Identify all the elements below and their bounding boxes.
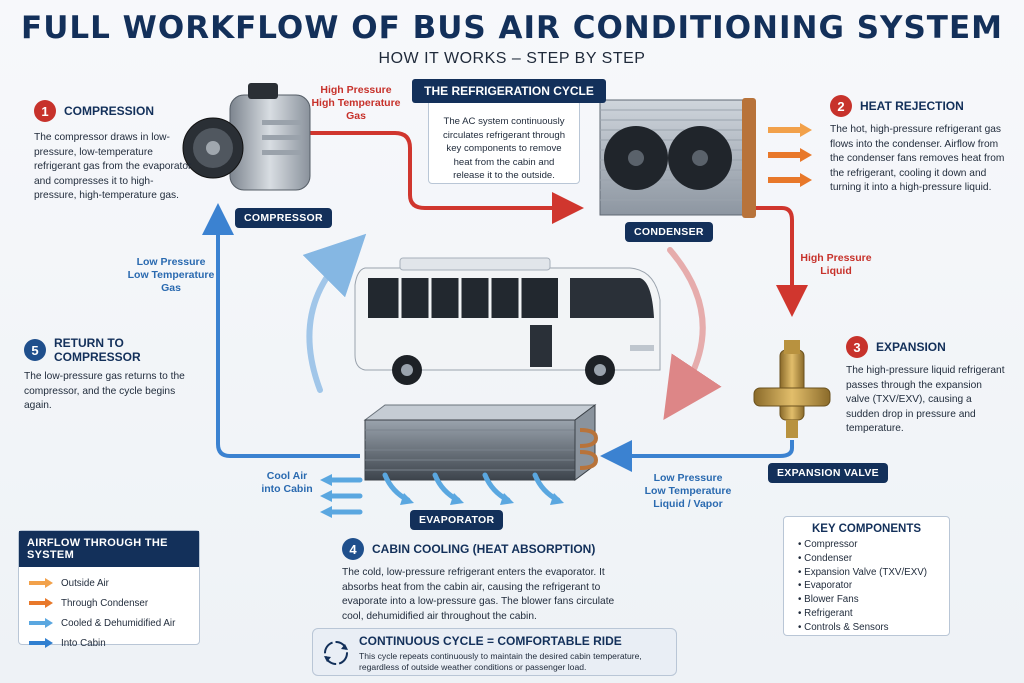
step-title: COMPRESSION	[64, 104, 155, 118]
bus-image	[354, 257, 661, 385]
condenser-label: CONDENSER	[625, 222, 713, 242]
step-expansion: 3 EXPANSION The high-pressure liquid refr…	[846, 336, 1006, 437]
flow-line: Gas	[346, 110, 366, 122]
key-components-box: KEY COMPONENTS • Compressor • Condenser …	[783, 516, 950, 636]
legend-label: Cooled & Dehumidified Air	[61, 617, 176, 629]
flow-label-lp-gas: Low Pressure Low Temperature Gas	[124, 256, 218, 295]
evaporator-label: EVAPORATOR	[410, 510, 504, 530]
page-title: FULL WORKFLOW OF BUS AIR CONDITIONING SY…	[21, 10, 1003, 46]
legend-item: Through Condenser	[19, 593, 199, 613]
arrow-right-icon	[29, 618, 53, 628]
flow-label-cool-air: Cool Air into Cabin	[255, 470, 319, 496]
step-title: EXPANSION	[876, 340, 946, 354]
cycle-icon	[324, 641, 348, 665]
legend-label: Through Condenser	[61, 597, 149, 609]
arrow-right-icon	[29, 578, 53, 588]
lp-liquid-line	[600, 440, 794, 472]
arrow-right-icon	[29, 638, 53, 648]
outside-air-arrows	[768, 123, 812, 187]
step-number: 1	[34, 100, 56, 122]
step-compression: 1 COMPRESSION The compressor draws in low…	[34, 100, 194, 204]
expansion-valve-image	[753, 340, 831, 438]
evaporator-image	[363, 404, 599, 481]
step-text: The compressor draws in low-pressure, lo…	[34, 132, 192, 201]
step-number: 3	[846, 336, 868, 358]
flow-line: Low Pressure	[653, 472, 723, 484]
legend-item: Cooled & Dehumidified Air	[19, 613, 199, 633]
legend-rows: Outside Air Through Condenser Cooled & D…	[19, 567, 199, 653]
compressor-image	[182, 83, 311, 191]
cycle-arc-red	[663, 247, 722, 420]
list-item: • Blower Fans	[798, 594, 859, 606]
step-cabin-cooling: 4 CABIN COOLING (HEAT ABSORPTION) The col…	[342, 538, 632, 624]
cycle-description: The AC system continuously circulates re…	[442, 116, 566, 181]
continuous-title: CONTINUOUS CYCLE = COMFORTABLE RIDE	[359, 634, 622, 648]
step-number: 2	[830, 95, 852, 117]
flow-label-hp-gas: High Pressure High Temperature Gas	[306, 84, 406, 123]
hp-gas-line	[308, 131, 584, 224]
continuous-text: This cycle repeats continuously to maint…	[359, 651, 642, 672]
flow-line: High Pressure	[800, 252, 872, 264]
cycle-arc-blue	[302, 233, 367, 393]
legend-title: AIRFLOW THROUGH THE SYSTEM	[19, 531, 199, 567]
key-components-title: KEY COMPONENTS	[811, 523, 922, 535]
page-subtitle: HOW IT WORKS – STEP BY STEP	[378, 50, 646, 67]
list-item: • Condenser	[798, 552, 853, 564]
flow-line: into Cabin	[261, 483, 313, 495]
flow-line: Low Pressure	[136, 256, 206, 268]
legend-item: Into Cabin	[19, 633, 199, 653]
legend-label: Outside Air	[61, 577, 109, 589]
step-number: 5	[24, 339, 46, 361]
cool-air-arrows	[327, 472, 561, 515]
step-title: HEAT REJECTION	[860, 99, 964, 113]
flow-line: Liquid / Vapor	[653, 498, 723, 510]
condenser-image	[599, 98, 756, 218]
list-item: • Refrigerant	[798, 607, 853, 619]
legend-item: Outside Air	[19, 573, 199, 593]
flow-label-hp-liquid: High Pressure Liquid	[800, 252, 872, 278]
continuous-cycle-box: CONTINUOUS CYCLE = COMFORTABLE RIDE This…	[312, 628, 677, 676]
cycle-description-box: The AC system continuously circulates re…	[428, 100, 580, 184]
step-title: RETURN TO COMPRESSOR	[54, 336, 141, 364]
flow-line: High Pressure	[320, 84, 392, 96]
airflow-legend: AIRFLOW THROUGH THE SYSTEM Outside Air T…	[18, 530, 200, 649]
list-item: • Evaporator	[798, 580, 853, 592]
list-item: • Controls & Sensors	[798, 621, 889, 633]
compressor-label: COMPRESSOR	[235, 208, 332, 228]
step-return: 5 RETURN TO COMPRESSOR The low-pressure g…	[24, 336, 199, 414]
step-number: 4	[342, 538, 364, 560]
list-item: • Expansion Valve (TXV/EXV)	[798, 566, 928, 578]
legend-label: Into Cabin	[61, 637, 106, 649]
flow-line: Liquid	[820, 265, 852, 277]
step-heat-rejection: 2 HEAT REJECTION The hot, high-pressure r…	[830, 95, 1005, 196]
lp-gas-line	[202, 203, 360, 458]
step-text: The high-pressure liquid refrigerant pas…	[846, 365, 1005, 434]
flow-line: Low Temperature	[644, 485, 732, 497]
key-components-list: • Compressor • Condenser • Expansion Val…	[798, 538, 949, 635]
step-title: CABIN COOLING (HEAT ABSORPTION)	[372, 542, 596, 556]
flow-label-lp-liquid: Low Pressure Low Temperature Liquid / Va…	[640, 472, 736, 511]
cool-air-arrowheads	[320, 474, 564, 518]
cycle-title: THE REFRIGERATION CYCLE	[412, 79, 606, 103]
step-text: The hot, high-pressure refrigerant gas f…	[830, 124, 1005, 193]
flow-line: Low Temperature	[127, 269, 215, 281]
hp-liquid-line	[752, 206, 808, 317]
step-text: The low-pressure gas returns to the comp…	[24, 371, 185, 411]
flow-line: Cool Air	[266, 470, 308, 482]
step-text: The cold, low-pressure refrigerant enter…	[342, 567, 615, 622]
expansion-valve-label: EXPANSION VALVE	[768, 463, 888, 483]
flow-line: Gas	[161, 282, 181, 294]
arrow-right-icon	[29, 598, 53, 608]
list-item: • Compressor	[798, 539, 858, 550]
flow-line: High Temperature	[311, 97, 401, 109]
